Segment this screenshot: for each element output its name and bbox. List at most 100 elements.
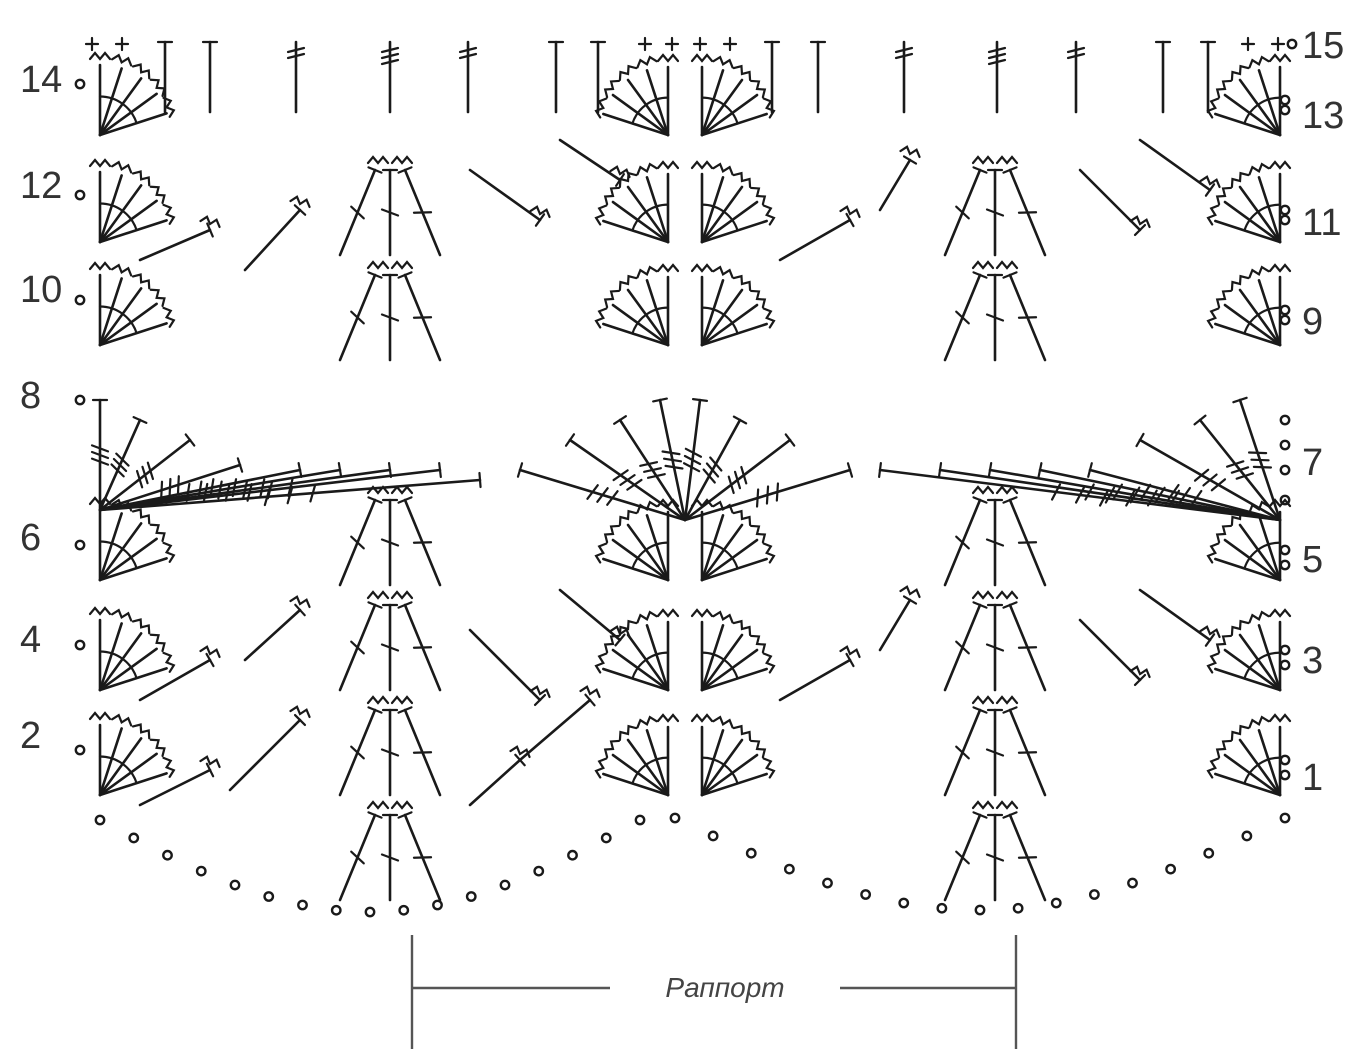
chain-stitch-symbol (1088, 889, 1100, 900)
crossed-stitch-symbol (366, 590, 390, 600)
double-treble-stitch-bar (90, 457, 110, 466)
row-number-15: 15 (1302, 25, 1344, 67)
double-crochet-stitch-bar (350, 850, 365, 865)
chain-stitch-symbol (533, 865, 545, 877)
double-treble-stitch-bar (1247, 451, 1268, 455)
crossed-stitch-symbol (1268, 160, 1292, 170)
crossed-stitch-symbol (111, 713, 133, 727)
crossed-stitch-symbol (1215, 634, 1232, 654)
crossed-stitch-symbol (1230, 724, 1250, 741)
top-row-stitch-bar (1066, 46, 1086, 54)
crossed-stitch-symbol (88, 51, 112, 61)
double-crochet-stitch-top (367, 601, 383, 609)
half-double-stitch (468, 168, 542, 222)
half-double-stitch-top (293, 713, 307, 727)
chain-stitch-symbol (74, 189, 86, 201)
half-double-stitch (468, 628, 542, 702)
fan-arc (700, 756, 739, 785)
chain-stitch-symbol (74, 294, 86, 306)
fan-stitch (611, 93, 670, 137)
crossed-stitch-symbol (1215, 524, 1232, 544)
crossed-stitch-symbol (88, 158, 112, 168)
chain-stitch-symbol (94, 814, 106, 826)
chain-stitch-symbol (707, 830, 719, 842)
fan-arc (1243, 651, 1282, 680)
chain-stitch-symbol (860, 889, 872, 900)
crossed-stitch-symbol (149, 185, 166, 205)
chain-stitch-symbol (1279, 494, 1291, 506)
row-number-8: 8 (20, 375, 41, 417)
fan-stitch (602, 112, 670, 137)
fan-stitch (1223, 753, 1282, 797)
fan-stitch (645, 514, 670, 582)
crossed-stitch-symbol (1268, 53, 1292, 63)
crossed-stitch-symbol (594, 204, 608, 226)
double-crochet-stitch-bar (412, 541, 433, 544)
fan-stitch (700, 514, 725, 582)
double-treble-stitch-bar (1190, 489, 1203, 507)
fan-arc (631, 651, 670, 680)
crossed-stitch-symbol (1129, 665, 1151, 679)
fan-stitch (700, 200, 759, 244)
double-crochet-stitch-top (367, 271, 383, 279)
half-double-stitch (778, 658, 852, 702)
crossed-stitch-symbol (712, 55, 734, 69)
crossed-stitch-symbol (162, 541, 176, 563)
double-treble-stitch-top (337, 461, 343, 479)
double-treble-stitch-bar (141, 465, 149, 485)
crossed-stitch-symbol (762, 307, 776, 329)
fan-stitch (700, 176, 725, 244)
double-treble-stitch-bar (242, 480, 248, 500)
top-row-stitch-bar (987, 58, 1007, 66)
double-treble-stitch-top (652, 397, 668, 403)
crossed-stitch-symbol (111, 263, 133, 277)
fan-arc (1243, 96, 1282, 125)
fan-arc (98, 755, 138, 785)
row-number-7: 7 (1302, 442, 1323, 484)
crossed-stitch-symbol (750, 79, 767, 99)
row-number-10: 10 (20, 269, 62, 311)
double-crochet-stitch-bar (985, 853, 1005, 862)
crossed-stitch-symbol (594, 652, 608, 674)
chain-stitch-symbol (1279, 769, 1291, 781)
double-treble-stitch-bar (1210, 478, 1227, 492)
double-crochet-stitch-top (1002, 166, 1018, 174)
chain-stitch-symbol (432, 899, 443, 911)
double-crochet-stitch-bar (985, 538, 1005, 547)
double-crochet-stitch-top (972, 271, 988, 279)
double-treble-stitch-bar (168, 477, 172, 498)
fan-stitch (98, 512, 123, 582)
crossed-stitch-symbol (1206, 204, 1220, 226)
crossed-stitch-symbol (1206, 757, 1220, 779)
fan-stitch (1223, 200, 1282, 244)
half-double-stitch-top (1204, 183, 1216, 197)
chain-stitch-symbol (600, 832, 612, 844)
chain-stitch-symbol (898, 897, 910, 909)
double-treble-stitch-top (132, 416, 148, 424)
fan-stitch (1238, 78, 1282, 137)
double-treble-stitch-bar (1252, 465, 1273, 469)
fan-stitch (98, 174, 123, 244)
fan-stitch (98, 727, 123, 797)
half-double-stitch-top (584, 693, 596, 707)
double-crochet-stitch-top (972, 601, 988, 609)
chain-stitch-symbol (1279, 204, 1291, 216)
double-crochet-stitch-bar (412, 646, 433, 649)
double-crochet-stitch-bar (380, 313, 400, 322)
double-treble-stitch-bar (765, 485, 770, 505)
chain-stitch-symbol (1279, 304, 1291, 316)
crossed-stitch-symbol (390, 590, 414, 600)
fan-stitch (1223, 303, 1282, 347)
half-double-stitch-top (902, 155, 918, 165)
crossed-stitch-symbol (732, 724, 752, 741)
fan-arc (700, 541, 739, 570)
crossed-stitch-symbol (131, 618, 151, 635)
crossed-stitch-symbol (618, 509, 638, 526)
crossed-stitch-symbol (1215, 289, 1232, 309)
fan-stitch (700, 729, 725, 797)
chain-stitch-symbol (1012, 902, 1024, 914)
fan-stitch (611, 303, 670, 347)
fan-stitch (700, 93, 759, 137)
fan-arc (98, 202, 138, 232)
double-treble-stitch-top (987, 462, 993, 478)
